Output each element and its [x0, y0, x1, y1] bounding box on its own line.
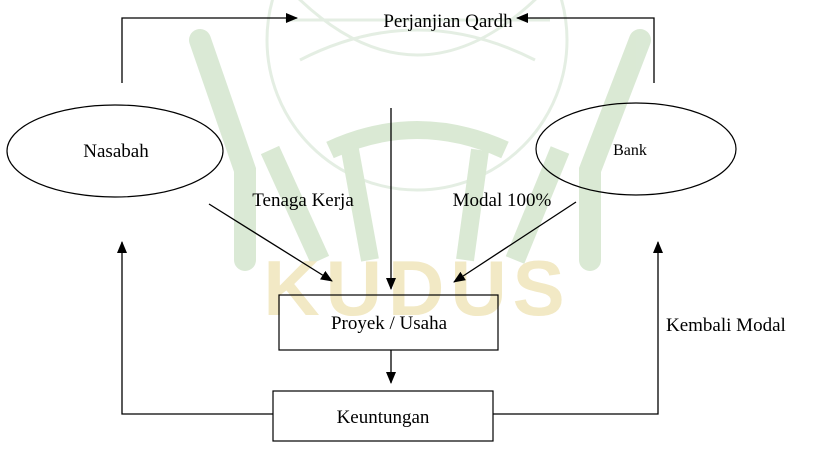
arrow-bank-to-proyek [453, 201, 577, 283]
arrow-bank-to-agreement [516, 13, 655, 83]
modal-label: Modal 100% [453, 190, 552, 211]
agreement-label: Perjanjian Qardh [383, 11, 513, 32]
bank-label: Bank [613, 142, 647, 159]
arrow-keuntungan-to-nasabah [117, 241, 273, 415]
bank-ellipse [535, 102, 737, 196]
keuntungan-label: Keuntungan [337, 407, 430, 428]
arrow-nasabah-to-proyek [208, 203, 333, 282]
proyek-box [278, 294, 499, 351]
kembali-modal-label: Kembali Modal [666, 315, 786, 336]
arrow-nasabah-to-agreement [121, 13, 298, 83]
arrow-keuntungan-to-bank [493, 241, 663, 415]
nasabah-label: Nasabah [83, 141, 149, 162]
nasabah-ellipse [6, 104, 224, 198]
tenaga-kerja-label: Tenaga Kerja [252, 190, 354, 211]
proyek-label: Proyek / Usaha [331, 313, 448, 334]
keuntungan-box [272, 390, 494, 442]
watermark-text: KUDUS [263, 244, 570, 332]
watermark-logo: KUDUS [189, 0, 651, 332]
